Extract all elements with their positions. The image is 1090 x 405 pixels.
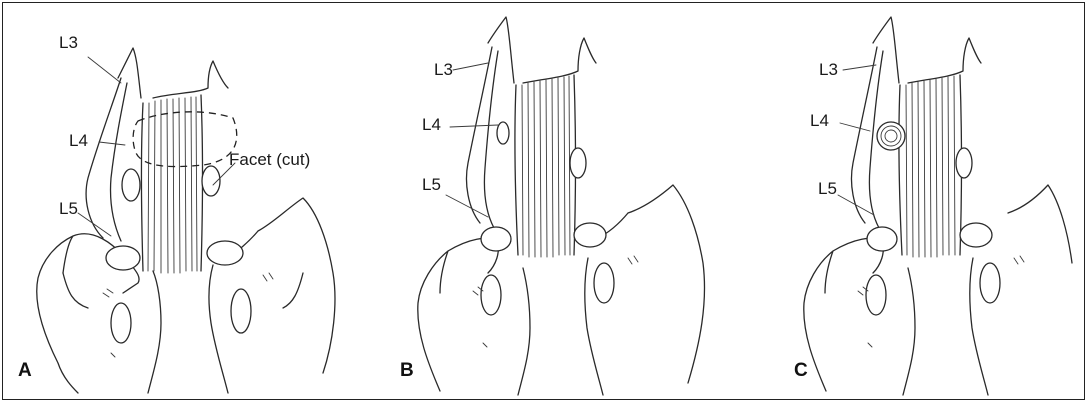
label-l3: L3 bbox=[819, 60, 838, 80]
label-facet-cut: Facet (cut) bbox=[229, 150, 310, 170]
panel-a: L3 L4 L5 Facet (cut) A bbox=[3, 3, 363, 401]
panel-c: L3 L4 L5 C bbox=[778, 3, 1090, 401]
l4-small-disc bbox=[497, 122, 509, 144]
panel-b: L3 L4 L5 B bbox=[388, 3, 748, 401]
panel-a-illustration bbox=[3, 3, 363, 401]
label-l5: L5 bbox=[59, 199, 78, 219]
left-facet bbox=[122, 169, 140, 201]
label-l5: L5 bbox=[818, 179, 837, 199]
label-l4: L4 bbox=[422, 115, 441, 135]
label-l5: L5 bbox=[422, 175, 441, 195]
herniated-disc bbox=[877, 122, 905, 150]
figure-frame: L3 L4 L5 Facet (cut) A L3 bbox=[2, 2, 1085, 400]
cauda-fibers bbox=[148, 97, 197, 273]
panel-letter-c: C bbox=[794, 360, 808, 382]
panel-letter-a: A bbox=[18, 360, 32, 382]
label-l3: L3 bbox=[434, 60, 453, 80]
label-l4: L4 bbox=[810, 111, 829, 131]
panel-letter-b: B bbox=[400, 360, 414, 382]
label-l3: L3 bbox=[59, 33, 78, 53]
label-l4: L4 bbox=[69, 131, 88, 151]
